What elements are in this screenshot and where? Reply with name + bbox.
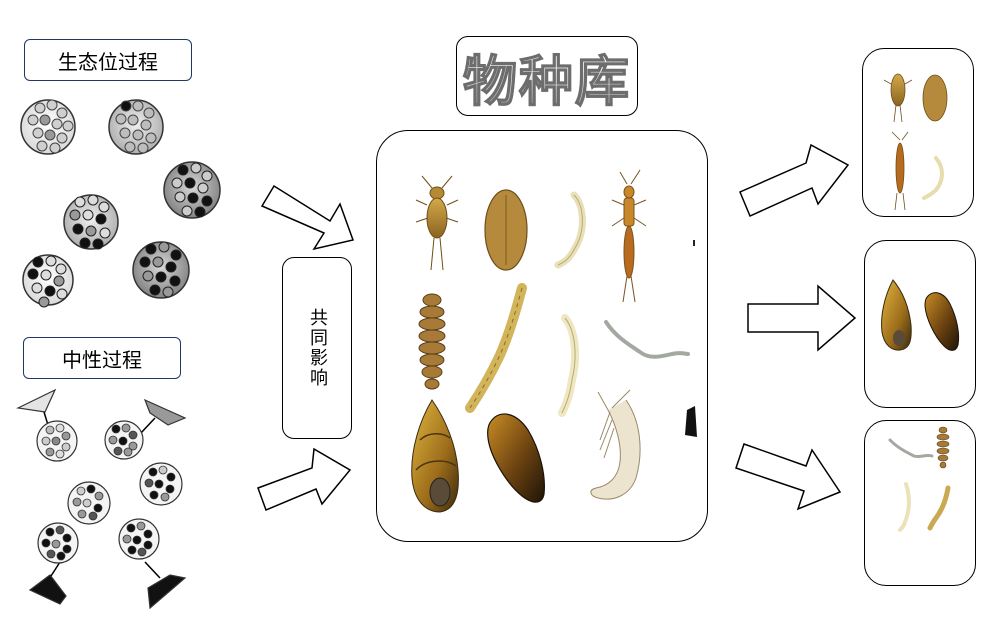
community-1-organisms bbox=[883, 73, 948, 211]
arrow-icon bbox=[260, 184, 354, 251]
niche-process-label: 生态位过程 bbox=[24, 39, 192, 81]
beetle-larva-icon bbox=[922, 74, 948, 122]
niche-circle-5 bbox=[22, 254, 74, 308]
community-2-organisms bbox=[881, 279, 960, 351]
mussel-icon bbox=[487, 413, 545, 503]
mussel-icon bbox=[924, 292, 960, 351]
funnel-icon bbox=[147, 574, 187, 610]
mayfly-icon bbox=[415, 175, 459, 271]
worm-icon bbox=[898, 482, 911, 532]
arrows bbox=[257, 143, 857, 511]
community-3-organisms bbox=[888, 426, 951, 532]
arrow-icon bbox=[739, 143, 850, 218]
worm-icon bbox=[465, 283, 527, 413]
arrow-icon bbox=[747, 284, 857, 352]
neutral-process-text: 中性过程 bbox=[62, 347, 142, 372]
joint-effect-box: 共同影响 bbox=[282, 257, 352, 439]
snail-icon bbox=[881, 279, 912, 351]
neutral-circle-4 bbox=[67, 481, 111, 525]
worm-icon bbox=[554, 191, 586, 269]
species-pool-title: 物种库 bbox=[462, 37, 631, 116]
niche-circle-6 bbox=[132, 241, 190, 299]
worm-icon bbox=[558, 314, 580, 417]
neutral-process-label: 中性过程 bbox=[23, 337, 181, 379]
worm-icon bbox=[604, 320, 690, 359]
species-pool-organisms bbox=[411, 169, 697, 513]
worm-icon bbox=[888, 438, 934, 459]
arrow-icon bbox=[257, 447, 352, 511]
neutral-circle-2 bbox=[104, 420, 144, 460]
arrow-icon bbox=[735, 443, 842, 511]
worm-icon bbox=[927, 485, 951, 531]
funnel-icon bbox=[143, 398, 187, 426]
snail-icon bbox=[411, 399, 459, 513]
worm-icon bbox=[922, 156, 944, 200]
niche-circle-3 bbox=[163, 161, 221, 219]
niche-communities bbox=[20, 99, 221, 308]
niche-circle-2 bbox=[108, 99, 164, 155]
funnel-icon bbox=[15, 388, 57, 413]
funnel-icon bbox=[28, 574, 67, 605]
segmented-larva-icon bbox=[936, 426, 950, 469]
niche-circle-1 bbox=[20, 99, 76, 155]
niche-circle-4 bbox=[63, 194, 119, 250]
neutral-circle-6 bbox=[118, 518, 160, 560]
niche-process-text: 生态位过程 bbox=[58, 49, 158, 74]
community-box-1 bbox=[862, 48, 974, 217]
neutral-circle-1 bbox=[36, 420, 78, 462]
fragment-icon bbox=[685, 406, 697, 437]
neutral-circle-5 bbox=[37, 522, 79, 564]
community-box-3 bbox=[864, 420, 976, 586]
stonefly-icon bbox=[611, 169, 647, 303]
mayfly-icon bbox=[890, 73, 906, 107]
segmented-larva-icon bbox=[418, 293, 446, 390]
neutral-communities bbox=[15, 388, 187, 610]
stonefly-icon bbox=[895, 142, 905, 194]
species-pool-title-box: 物种库 bbox=[456, 36, 638, 116]
neutral-circle-3 bbox=[139, 462, 183, 506]
joint-effect-text: 共同影响 bbox=[307, 308, 328, 388]
shrimp-icon bbox=[590, 389, 641, 500]
